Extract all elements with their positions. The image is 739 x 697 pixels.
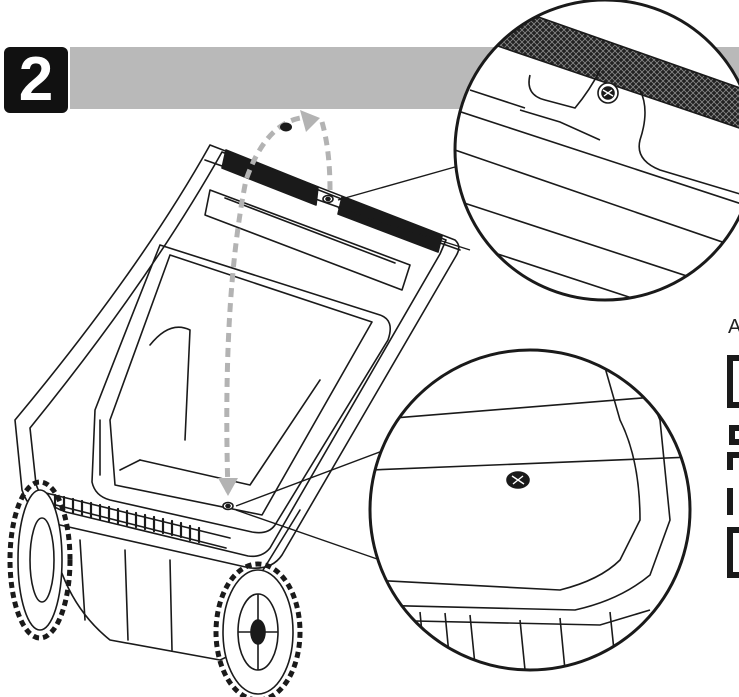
step-badge: 2 <box>4 47 68 113</box>
screw-icon <box>280 122 292 132</box>
callout-connector <box>235 164 471 561</box>
side-label: A <box>728 316 739 338</box>
dashed-arrow-icon <box>224 115 333 493</box>
bracket-icon <box>727 355 739 578</box>
step-number: 2 <box>18 45 54 114</box>
magnifier-callout-top <box>453 0 739 302</box>
magnifier-callout-bottom <box>368 348 692 672</box>
arrow-head-icon <box>300 110 320 132</box>
right-wheel-icon <box>213 561 303 697</box>
left-wheel-icon <box>7 479 73 641</box>
